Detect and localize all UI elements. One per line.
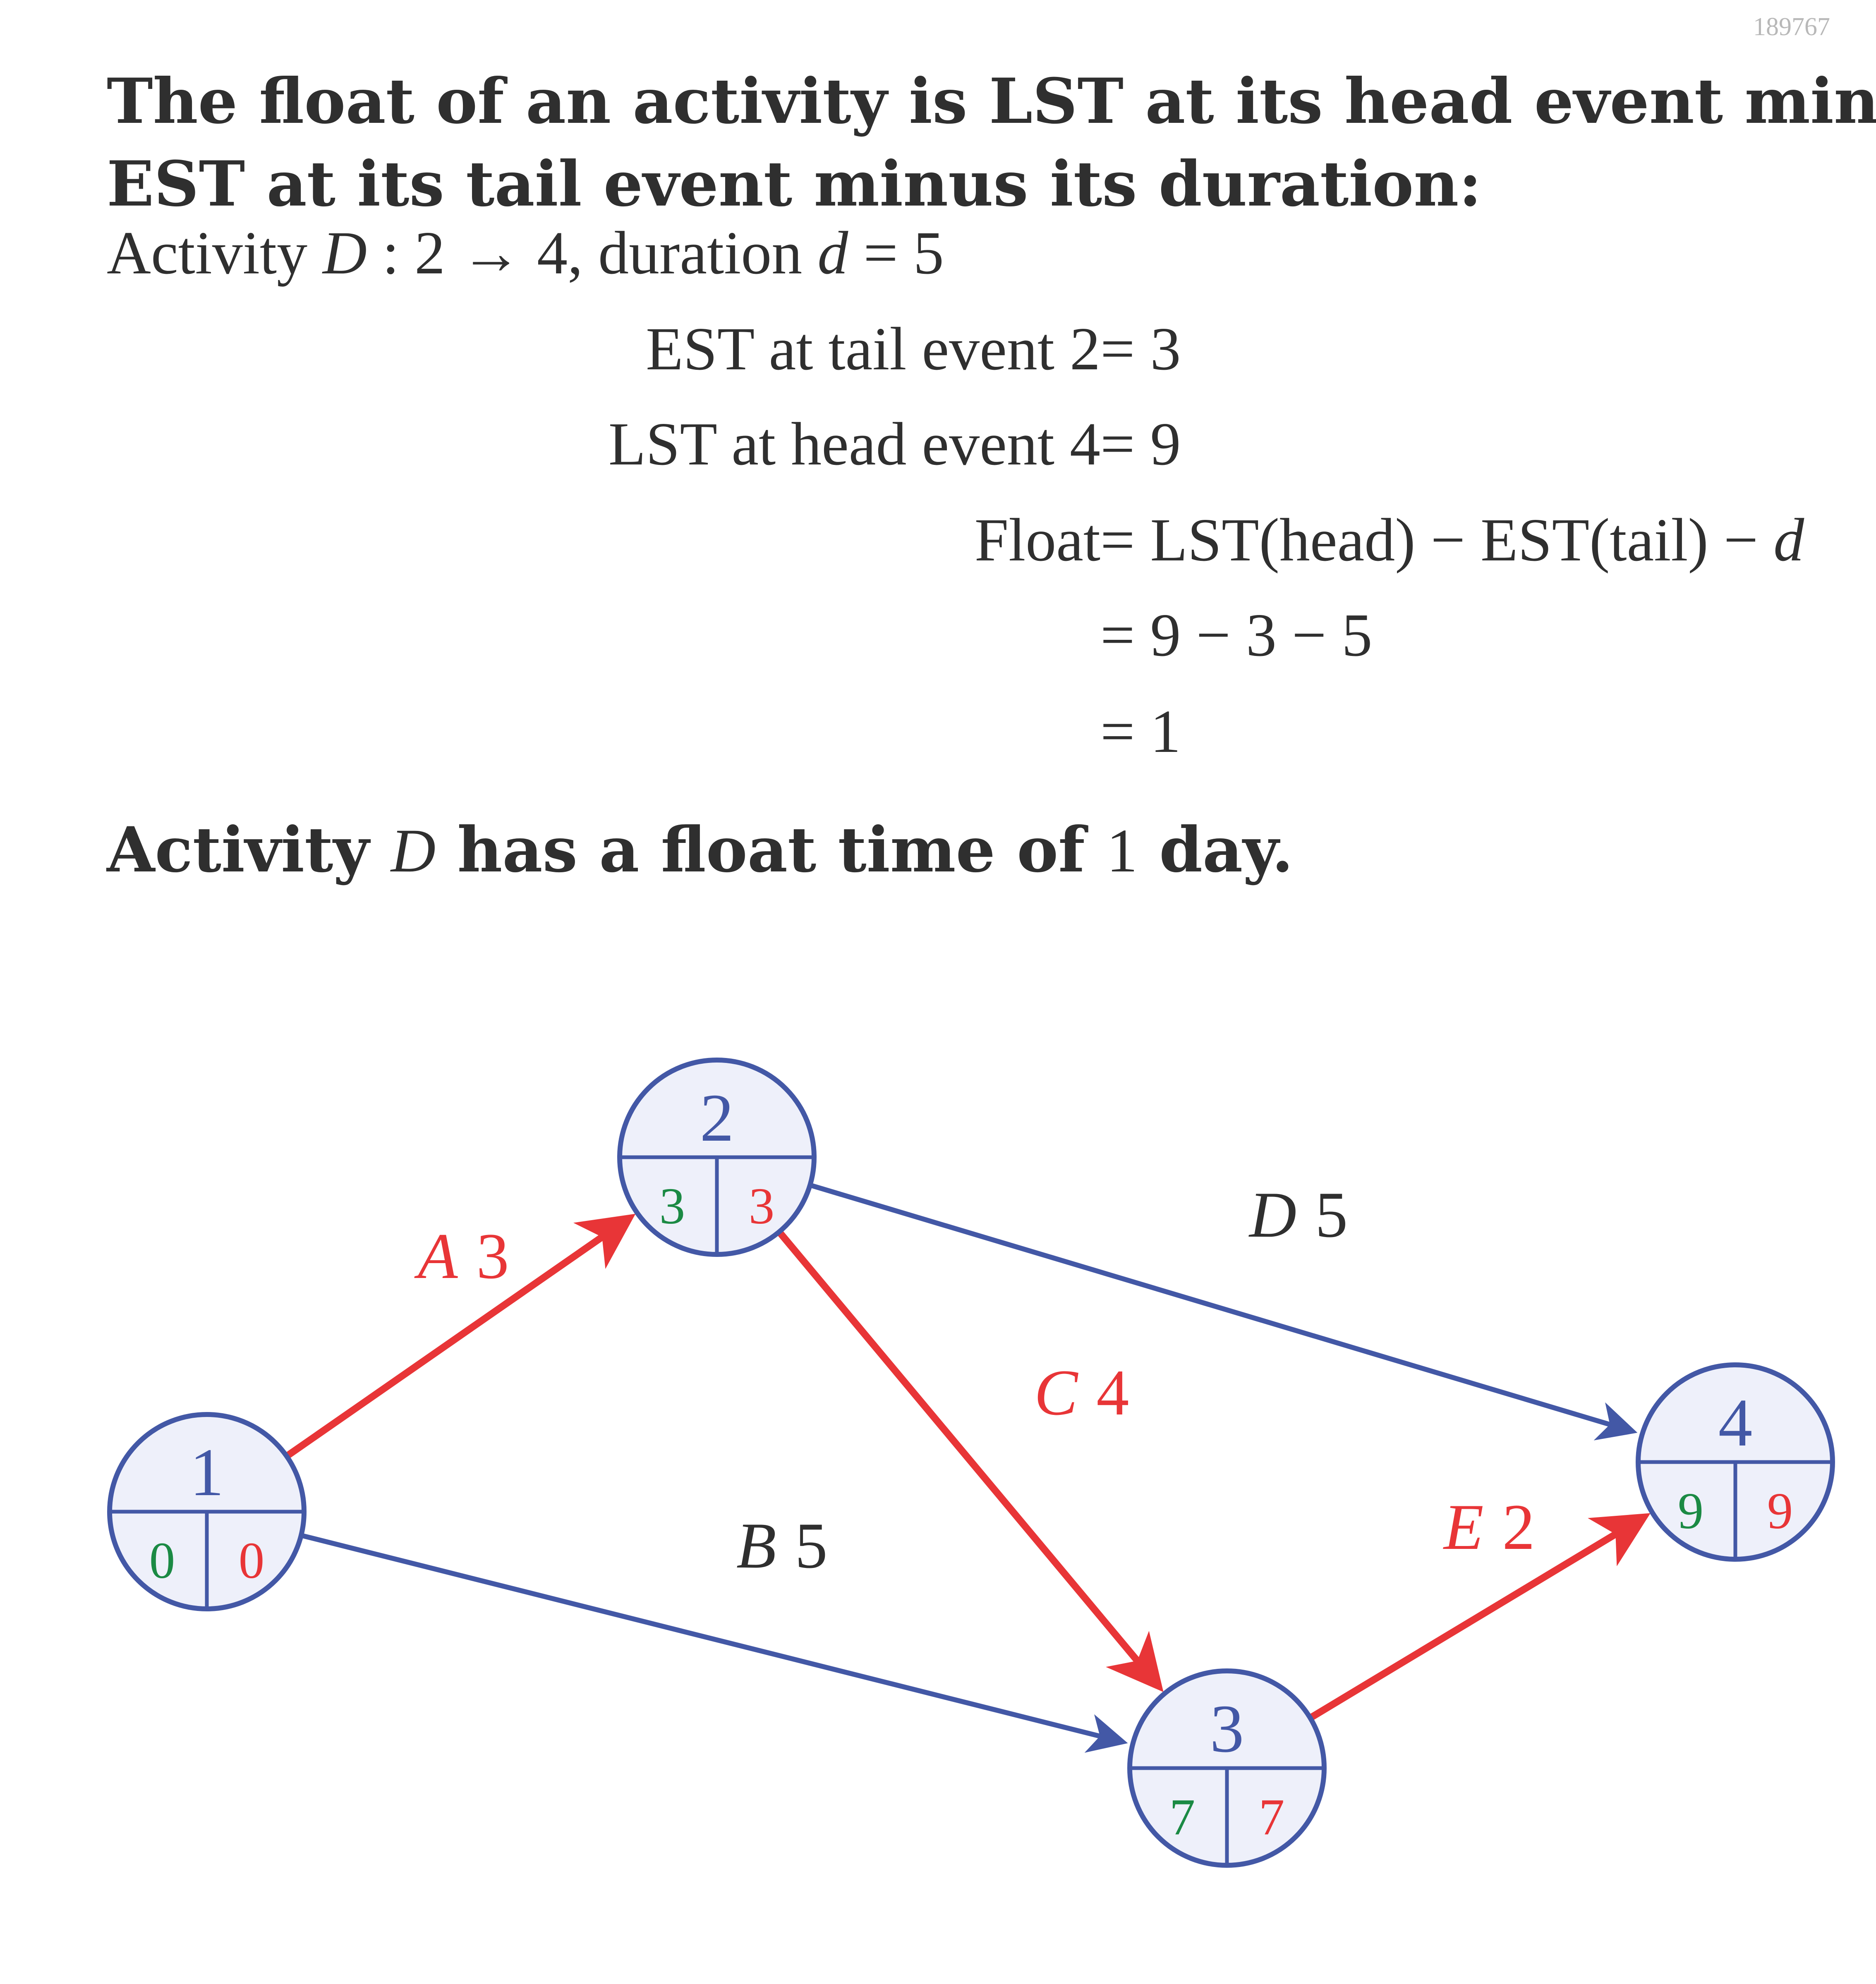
activity-arrow-b [300, 1533, 1128, 1753]
earliest-start-time: 0 [149, 1532, 175, 1589]
conclusion-pre: Activity [107, 814, 391, 886]
latest-start-time: 3 [749, 1178, 775, 1235]
activity-arrow-c [776, 1229, 1164, 1692]
float-formula: = LST(head) − EST(tail) − d [1100, 510, 1804, 571]
earliest-start-time: 9 [1678, 1483, 1704, 1540]
float-formula-text: = LST(head) − EST(tail) − [1100, 506, 1774, 574]
lst-value: = 9 [1100, 410, 1181, 478]
event-number: 3 [1210, 1691, 1244, 1766]
activity-line: Activity D : 2 → 4, duration d = 5 [107, 223, 944, 284]
activity-duration-e: 2 [1502, 1491, 1535, 1563]
conclusion-mid: has a float time of [436, 814, 1107, 886]
latest-start-time: 9 [1767, 1483, 1793, 1540]
activity-arrow-e [1308, 1513, 1651, 1721]
duration-value: = 5 [848, 219, 944, 287]
earliest-start-time: 7 [1169, 1789, 1196, 1846]
event-node-3: 37 7 [1127, 1668, 1327, 1868]
event-node-1: 10 0 [107, 1412, 307, 1611]
activity-name-d: D [1248, 1179, 1296, 1251]
activity-name-a: A [414, 1220, 458, 1292]
event-number: 1 [190, 1434, 224, 1510]
activity-duration-b: 5 [795, 1510, 828, 1582]
conclusion-post: day. [1137, 814, 1294, 886]
earliest-start-time: 3 [659, 1178, 685, 1235]
activity-name-c: C [1034, 1357, 1078, 1429]
lst-label: LST at head event 4 [608, 410, 1100, 478]
activity-arc: : 2 → 4, duration [367, 219, 818, 287]
est-label: EST at tail event 2 [646, 315, 1100, 383]
latest-start-time: 7 [1259, 1789, 1285, 1846]
float-label: Float [974, 506, 1100, 574]
latest-start-time: 0 [239, 1532, 265, 1589]
duration-variable: d [817, 219, 848, 287]
event-node-4: 49 9 [1636, 1362, 1835, 1562]
activity-duration-a: 3 [477, 1220, 509, 1292]
activity-duration-d: 5 [1315, 1179, 1348, 1251]
est-value: = 3 [1100, 315, 1181, 383]
float-step-substitution: = 9 − 3 − 5 [1100, 601, 1373, 669]
event-node-2: 23 3 [617, 1058, 817, 1257]
event-number: 4 [1718, 1385, 1753, 1460]
heading-line-1: The float of an activity is LST at its h… [107, 65, 1876, 138]
activity-name-b: B [736, 1510, 776, 1582]
id-tag: 189767 [1753, 13, 1830, 41]
float-step-result: = 1 [1100, 698, 1181, 766]
float-formula-d: d [1773, 506, 1804, 574]
activity-duration-c: 4 [1096, 1357, 1129, 1429]
activity-arrow-a [285, 1213, 636, 1459]
activity-prefix: Activity [107, 219, 323, 287]
conclusion-value: 1 [1106, 816, 1138, 885]
activity-name: D [323, 219, 367, 287]
activity-arrows [285, 1182, 1651, 1753]
event-number: 2 [700, 1080, 734, 1156]
heading-line-2: EST at its tail event minus its duration… [107, 148, 1482, 220]
conclusion: Activity D has a float time of 1 day. [107, 819, 1293, 882]
conclusion-activity: D [391, 816, 436, 885]
activity-arrow-d [809, 1182, 1638, 1441]
activity-name-e: E [1443, 1491, 1484, 1563]
